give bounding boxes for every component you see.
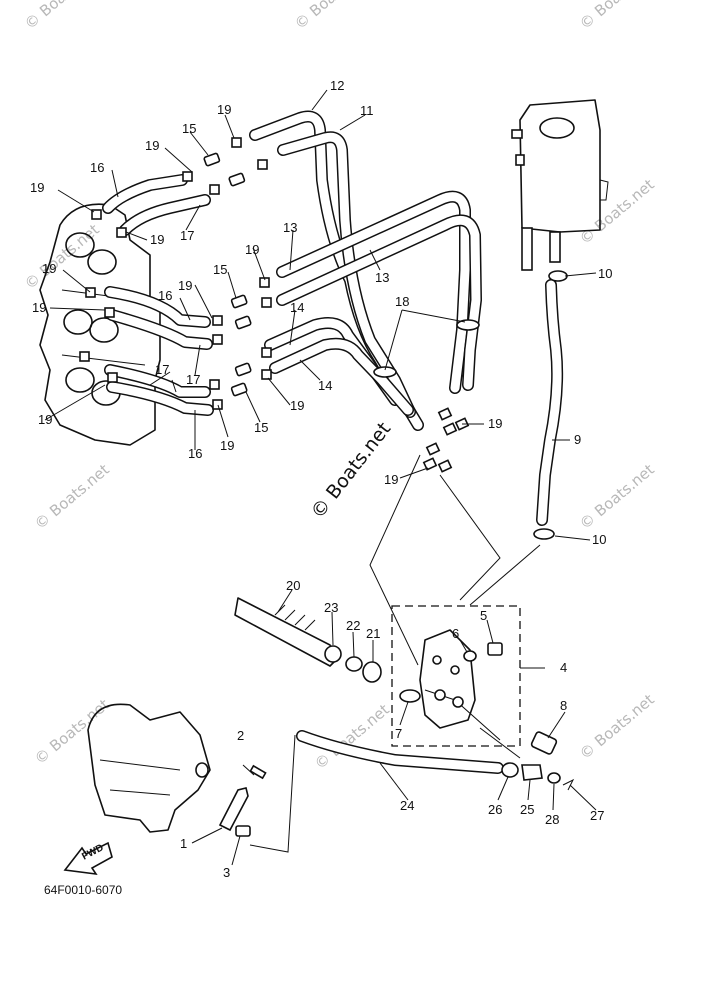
fwd-arrow: FWD bbox=[63, 841, 113, 876]
long-hoses-11-14 bbox=[249, 110, 482, 431]
callout-19: 19 bbox=[30, 180, 44, 195]
callout-5: 5 bbox=[480, 608, 487, 623]
watermark: © Boats.net bbox=[576, 175, 658, 248]
watermark: © Boats.net bbox=[21, 220, 103, 293]
watermark: © Boats.net bbox=[21, 0, 103, 33]
callout-28: 28 bbox=[545, 812, 559, 827]
callout-19: 19 bbox=[245, 242, 259, 257]
callout-14: 14 bbox=[318, 378, 332, 393]
watermark: © Boats.net bbox=[576, 460, 658, 533]
callout-19: 19 bbox=[32, 300, 46, 315]
callout-19: 19 bbox=[178, 278, 192, 293]
callout-16: 16 bbox=[90, 160, 104, 175]
watermark: © Boats.net bbox=[31, 695, 113, 768]
oil-pump bbox=[399, 629, 558, 755]
drive-shaft bbox=[234, 597, 382, 683]
callout-16: 16 bbox=[158, 288, 172, 303]
callout-19: 19 bbox=[217, 102, 231, 117]
callout-19: 19 bbox=[290, 398, 304, 413]
callout-19: 19 bbox=[384, 472, 398, 487]
callout-13: 13 bbox=[283, 220, 297, 235]
callout-14: 14 bbox=[290, 300, 304, 315]
oil-pump-group-box bbox=[391, 605, 521, 747]
callout-10: 10 bbox=[592, 532, 606, 547]
callout-26: 26 bbox=[488, 802, 502, 817]
callout-15: 15 bbox=[254, 420, 268, 435]
callout-19: 19 bbox=[220, 438, 234, 453]
callout-19: 19 bbox=[38, 412, 52, 427]
callout-4: 4 bbox=[560, 660, 567, 675]
callout-21: 21 bbox=[366, 626, 380, 641]
callout-25: 25 bbox=[520, 802, 534, 817]
callout-19: 19 bbox=[42, 261, 56, 276]
oil-tank bbox=[511, 99, 609, 271]
callout-19: 19 bbox=[150, 232, 164, 247]
leader-lines bbox=[44, 89, 597, 866]
watermark: © Boats.net bbox=[291, 0, 373, 33]
callout-3: 3 bbox=[223, 865, 230, 880]
callout-27: 27 bbox=[590, 808, 604, 823]
callout-6: 6 bbox=[452, 626, 459, 641]
callout-12: 12 bbox=[330, 78, 344, 93]
intake-hoses-16-17 bbox=[102, 174, 214, 416]
callout-22: 22 bbox=[346, 618, 360, 633]
hose-24 bbox=[296, 730, 575, 791]
callout-18: 18 bbox=[395, 294, 409, 309]
hose-clamps-18 bbox=[373, 319, 480, 378]
callout-20: 20 bbox=[286, 578, 300, 593]
watermark: © Boats.net bbox=[31, 460, 113, 533]
callout-8: 8 bbox=[560, 698, 567, 713]
callout-11: 11 bbox=[360, 103, 374, 118]
callout-15: 15 bbox=[182, 121, 196, 136]
callout-7: 7 bbox=[395, 726, 402, 741]
callout-15: 15 bbox=[213, 262, 227, 277]
callout-24: 24 bbox=[400, 798, 414, 813]
callout-16: 16 bbox=[188, 446, 202, 461]
callout-17: 17 bbox=[180, 228, 194, 243]
lower-housing bbox=[87, 703, 267, 837]
callout-17: 17 bbox=[186, 372, 200, 387]
callout-2: 2 bbox=[237, 728, 244, 743]
hose-9 bbox=[533, 270, 568, 540]
watermark: © Boats.net bbox=[576, 0, 658, 33]
diagram-code: 64F0010-6070 bbox=[44, 883, 122, 897]
watermark-center: © Boats.net bbox=[307, 418, 396, 523]
watermark: © Boats.net bbox=[576, 690, 658, 763]
callout-19: 19 bbox=[145, 138, 159, 153]
callout-13: 13 bbox=[375, 270, 389, 285]
fittings-and-clips bbox=[79, 137, 470, 473]
callout-1: 1 bbox=[180, 836, 187, 851]
callout-9: 9 bbox=[574, 432, 581, 447]
callout-10: 10 bbox=[598, 266, 612, 281]
callout-labels: 12 11 19 15 19 16 19 19 17 13 13 19 15 1… bbox=[30, 78, 612, 880]
callout-23: 23 bbox=[324, 600, 338, 615]
callout-19: 19 bbox=[488, 416, 502, 431]
callout-17: 17 bbox=[155, 362, 169, 377]
